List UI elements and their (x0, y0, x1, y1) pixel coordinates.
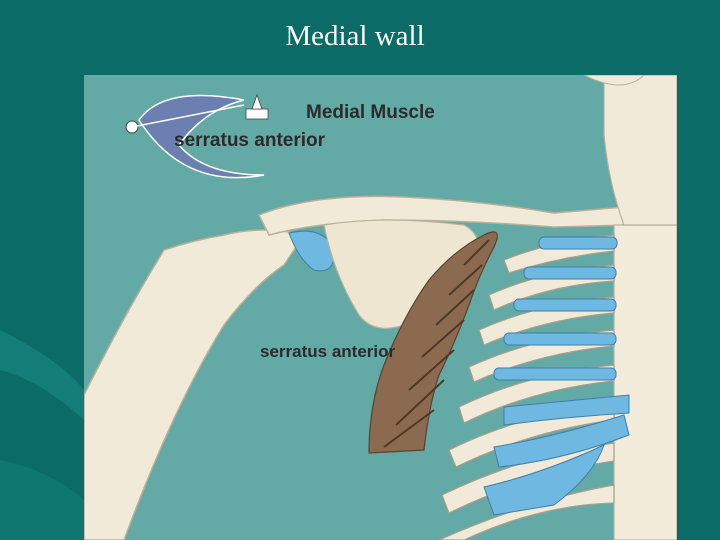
serratus-anterior-muscle (368, 231, 498, 454)
figure-label-subtitle: serratus anterior (174, 130, 326, 151)
humerus-bone (84, 229, 306, 540)
cervical-spine (603, 75, 677, 226)
sternum (613, 224, 677, 540)
figure-label-serratus: serratus anterior (260, 342, 396, 361)
shoulder-joint (288, 230, 335, 272)
slide-title: Medial wall (285, 20, 425, 52)
muscle-icon (125, 93, 269, 179)
anatomy-illustration (84, 75, 677, 540)
figure-label-title: Medial Muscle (306, 102, 435, 123)
anatomy-figure: Medial Muscle serratus anterior serratus… (84, 75, 677, 540)
skull-base (583, 75, 645, 86)
costal-cartilage (483, 236, 630, 516)
